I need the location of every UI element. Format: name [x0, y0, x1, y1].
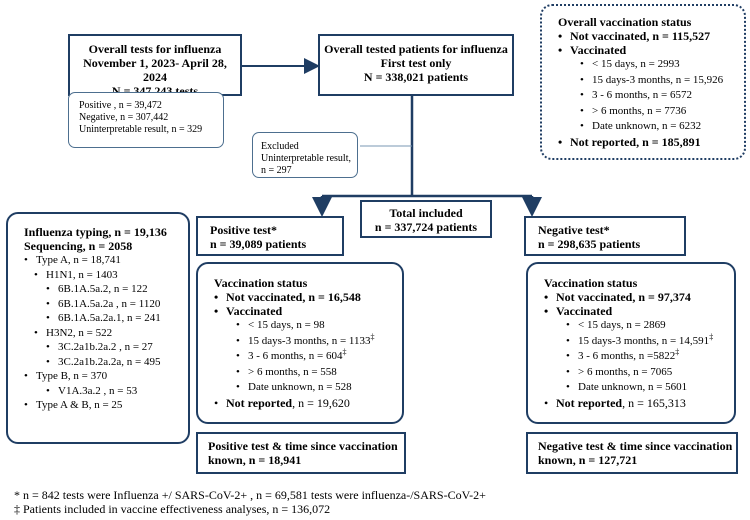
pos-vaccinated: Vaccinated	[214, 304, 402, 318]
footnote-dagger: ‡ Patients included in vaccine effective…	[14, 502, 331, 516]
pos-vacc-3-6m: 3 - 6 months, n = 604‡	[236, 347, 402, 365]
test-results-box: Positive , n = 39,472 Negative, n = 307,…	[68, 92, 224, 148]
neg-vacc-15d-3m: 15 days-3 months, n = 14,591‡	[566, 331, 734, 350]
positive-test-title: Positive test*	[210, 223, 277, 237]
h1n1: H1N1, n = 1403	[34, 268, 188, 283]
h3n2-clade: 3C.2a1b.2a.2a, n = 495	[46, 355, 188, 370]
neg-known-line2: known, n = 127,721	[538, 453, 638, 467]
type-a: Type A, n = 18,741	[24, 253, 188, 268]
total-included-box: Total included n = 337,724 patients	[360, 200, 492, 238]
pos-vacc-3-6m-text: 3 - 6 months, n = 604	[248, 350, 343, 362]
positive-result: Positive , n = 39,472	[79, 100, 162, 111]
footnote-star: * n = 842 tests were Influenza +/ SARS-C…	[14, 488, 486, 502]
pos-known-line2: known, n = 18,941	[208, 453, 302, 467]
overall-vacc-item: 3 - 6 months, n = 6572	[580, 88, 744, 104]
overall-vacc-item: Date unknown, n = 6232	[580, 119, 744, 135]
overall-tests-box: Overall tests for influenza November 1, …	[68, 34, 242, 98]
neg-not-reported-label: Not reported	[556, 395, 623, 410]
overall-patients-count: N = 338,021 patients	[363, 70, 469, 84]
neg-vacc-unknown: Date unknown, n = 5601	[566, 380, 734, 396]
neg-vacc-lt15: < 15 days, n = 2869	[566, 318, 734, 334]
overall-tests-period: November 1, 2023- April 28, 2024	[83, 56, 227, 84]
positive-vaccination-box: Vaccination status Not vaccinated, n = 1…	[196, 262, 404, 424]
neg-vaccinated: Vaccinated	[544, 304, 734, 318]
pos-not-reported: Not reported, n = 19,620	[214, 395, 402, 410]
overall-not-vaccinated: Not vaccinated, n = 115,527	[558, 29, 744, 43]
neg-known-line1: Negative test & time since vaccination	[538, 439, 733, 453]
pos-vacc-gt6: > 6 months, n = 558	[236, 365, 402, 381]
pos-vacc-15d-3m-text: 15 days-3 months, n = 1133	[248, 334, 371, 347]
type-ab: Type A & B, n = 25	[24, 398, 188, 413]
neg-vacc-gt6: > 6 months, n = 7065	[566, 365, 734, 381]
pos-vacc-title: Vaccination status	[214, 276, 308, 290]
typing-count: Influenza typing, n = 19,136	[24, 225, 167, 239]
negative-test-box: Negative test* n = 298,635 patients	[524, 216, 686, 256]
type-b-clade: V1A.3a.2 , n = 53	[46, 384, 188, 399]
excluded-reason: Uninterpretable result, n = 297	[261, 153, 351, 176]
excluded-title: Excluded	[261, 141, 299, 152]
excluded-box: Excluded Uninterpretable result, n = 297	[252, 132, 358, 178]
pos-not-reported-label: Not reported	[226, 395, 293, 410]
dagger-mark: ‡	[342, 347, 347, 357]
pos-not-vaccinated: Not vaccinated, n = 16,548	[214, 290, 402, 304]
overall-vacc-item: < 15 days, n = 2993	[580, 57, 744, 73]
overall-patients-title: Overall tested patients for influenza	[324, 42, 508, 56]
pos-vacc-lt15: < 15 days, n = 98	[236, 318, 402, 334]
pos-not-reported-value: , n = 19,620	[292, 395, 350, 410]
negative-known-box: Negative test & time since vaccination k…	[526, 432, 738, 474]
dagger-mark: ‡	[370, 331, 375, 341]
dagger-mark: ‡	[675, 347, 680, 357]
total-included-count: n = 337,724 patients	[374, 220, 478, 234]
positive-known-box: Positive test & time since vaccination k…	[196, 432, 406, 474]
h1n1-clade: 6B.1A.5a.2a.1, n = 241	[46, 311, 188, 326]
negative-result: Negative, n = 307,442	[79, 112, 169, 123]
negative-vaccination-box: Vaccination status Not vaccinated, n = 9…	[526, 262, 736, 424]
overall-patients-subtitle: First test only	[380, 56, 452, 70]
neg-not-vaccinated: Not vaccinated, n = 97,374	[544, 290, 734, 304]
positive-test-count: n = 39,089 patients	[210, 237, 307, 251]
neg-not-reported: Not reported, n = 165,313	[544, 395, 734, 410]
neg-vacc-15d-3m-text: 15 days-3 months, n = 14,591	[578, 334, 710, 347]
sequencing-count: Sequencing, n = 2058	[24, 239, 133, 253]
negative-test-count: n = 298,635 patients	[538, 237, 641, 251]
pos-vacc-15d-3m: 15 days-3 months, n = 1133‡	[236, 331, 402, 350]
type-b: Type B, n = 370	[24, 369, 188, 384]
overall-vaccination-box: Overall vaccination status Not vaccinate…	[540, 4, 746, 160]
overall-tests-title: Overall tests for influenza	[88, 42, 222, 56]
overall-vaccination-title: Overall vaccination status	[558, 15, 692, 29]
overall-vaccinated: Vaccinated	[558, 43, 744, 57]
neg-vacc-3-6m: 3 - 6 months, n =5822‡	[566, 347, 734, 365]
total-included-title: Total included	[389, 206, 463, 220]
influenza-typing-box: Influenza typing, n = 19,136 Sequencing,…	[6, 212, 190, 444]
neg-vacc-title: Vaccination status	[544, 276, 638, 290]
neg-vacc-3-6m-text: 3 - 6 months, n =5822	[578, 350, 676, 362]
h1n1-clade: 6B.1A.5a.2a , n = 1120	[46, 297, 188, 312]
h3n2-clade: 3C.2a1b.2a.2 , n = 27	[46, 340, 188, 355]
h3n2: H3N2, n = 522	[34, 326, 188, 341]
pos-known-line1: Positive test & time since vaccination	[208, 439, 398, 453]
overall-vacc-item: > 6 months, n = 7736	[580, 104, 744, 120]
neg-not-reported-value: , n = 165,313	[622, 395, 686, 410]
uninterpretable-result: Uninterpretable result, n = 329	[79, 124, 203, 135]
overall-not-reported: Not reported, n = 185,891	[558, 135, 744, 149]
positive-test-box: Positive test* n = 39,089 patients	[196, 216, 344, 256]
h1n1-clade: 6B.1A.5a.2, n = 122	[46, 282, 188, 297]
overall-patients-box: Overall tested patients for influenza Fi…	[318, 34, 514, 96]
dagger-mark: ‡	[709, 331, 714, 341]
pos-vacc-unknown: Date unknown, n = 528	[236, 380, 402, 396]
overall-vacc-item: 15 days-3 months, n = 15,926	[580, 73, 744, 89]
negative-test-title: Negative test*	[538, 223, 610, 237]
